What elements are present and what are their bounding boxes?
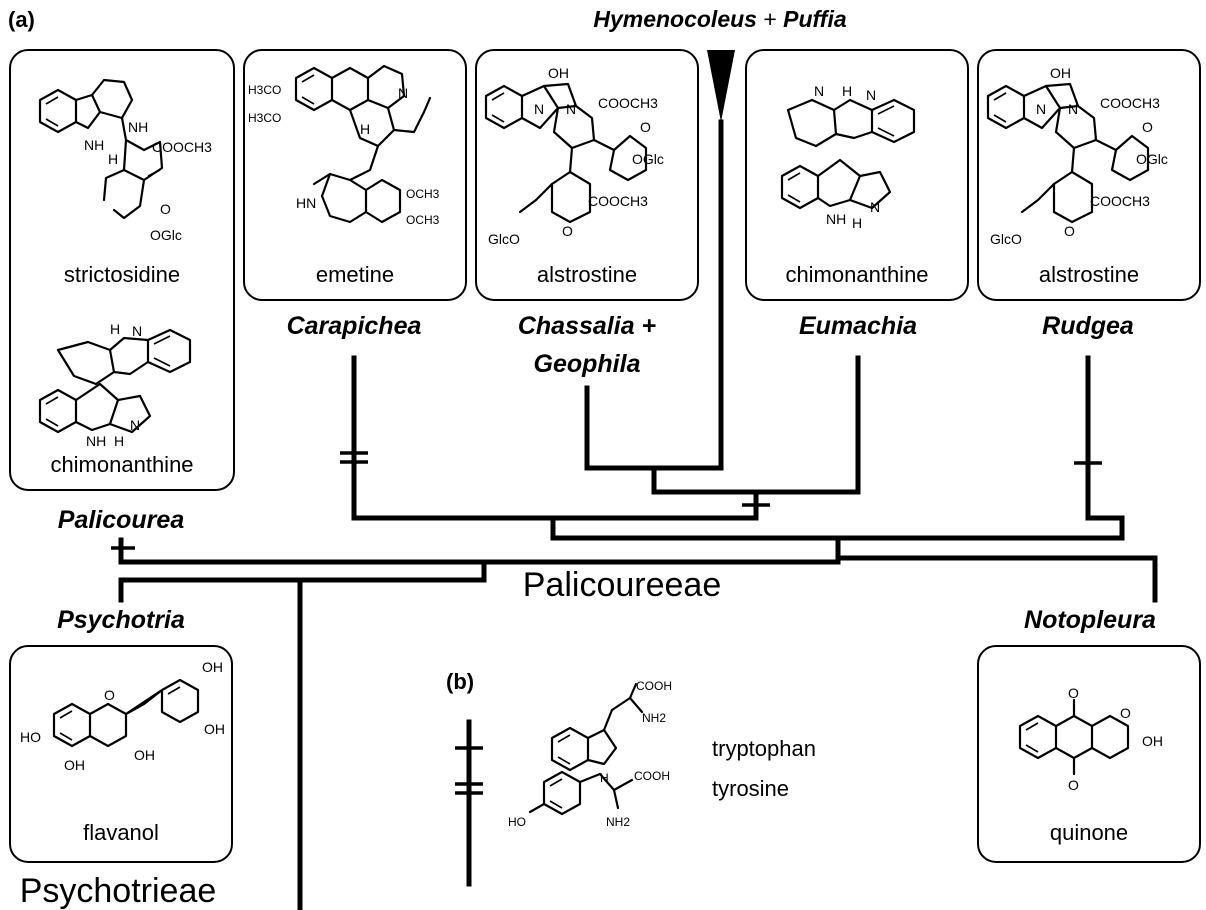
svg-text:OGlc: OGlc (150, 227, 182, 243)
structure-alstrostine-chassalia: OH N N COOCH3 O OGlc COOCH3 GlcO O (484, 65, 664, 247)
svg-text:COOCH3: COOCH3 (598, 95, 658, 111)
structure-chimonanthine-palicourea: H N NH H N (38, 321, 192, 449)
box-rudgea (977, 49, 1201, 301)
svg-text:COOH: COOH (636, 679, 672, 693)
svg-text:OCH3: OCH3 (406, 187, 440, 201)
svg-text:NH: NH (84, 137, 104, 153)
box-psychotria (9, 645, 233, 863)
genus-notopleura: Notopleura (1024, 606, 1156, 634)
svg-text:HO: HO (508, 815, 526, 829)
svg-text:OH: OH (134, 747, 155, 763)
compound-chimonanthine-palicourea: chimonanthine (50, 452, 193, 477)
svg-text:HO: HO (20, 729, 41, 745)
svg-text:COOCH3: COOCH3 (1100, 95, 1160, 111)
legend-tryptophan-label: tryptophan (712, 736, 816, 761)
svg-text:N: N (398, 85, 408, 101)
svg-text:H: H (360, 121, 370, 137)
svg-text:H: H (114, 433, 124, 449)
svg-text:NH2: NH2 (606, 815, 630, 829)
genus-eumachia: Eumachia (799, 312, 917, 340)
compound-emetine: emetine (316, 262, 394, 287)
svg-text:O: O (1142, 119, 1153, 135)
svg-text:N: N (870, 199, 880, 215)
genus-carapichea: Carapichea (287, 312, 422, 340)
compound-chimonanthine-eumachia: chimonanthine (785, 262, 928, 287)
svg-text:H: H (110, 321, 120, 337)
svg-text:OH: OH (64, 757, 85, 773)
phylogenetic-tree (111, 119, 1158, 910)
svg-text:N: N (132, 323, 142, 339)
svg-text:OGlc: OGlc (1136, 151, 1168, 167)
svg-text:N: N (1036, 101, 1046, 117)
svg-text:GlcO: GlcO (990, 231, 1022, 247)
svg-text:GlcO: GlcO (488, 231, 520, 247)
collapsed-clade-triangle (707, 50, 735, 122)
compound-alstrostine-rudgea: alstrostine (1039, 262, 1139, 287)
svg-text:O: O (1068, 777, 1079, 793)
box-chassalia (475, 49, 699, 301)
structure-quinone: O O O OH (1018, 685, 1163, 793)
svg-text:NH: NH (128, 119, 148, 135)
svg-text:OCH3: OCH3 (406, 213, 440, 227)
svg-text:NH: NH (86, 433, 106, 449)
clade-top-label: Hymenocoleus + Puffia (593, 6, 847, 32)
svg-text:O: O (1120, 705, 1131, 721)
genus-rudgea: Rudgea (1042, 312, 1134, 340)
svg-text:OH: OH (1050, 65, 1071, 81)
compound-strictosidine: strictosidine (64, 262, 180, 287)
svg-text:COOH: COOH (634, 769, 670, 783)
svg-text:NH2: NH2 (642, 711, 666, 725)
svg-text:N: N (534, 101, 544, 117)
svg-text:H: H (852, 215, 862, 231)
genus-palicourea: Palicourea (58, 506, 185, 534)
genus-chassalia: Chassalia + (518, 312, 657, 340)
legend-panel-b: COOH NH2 H tryptophan COOH NH2 HO tyrosi… (455, 679, 816, 887)
svg-text:N: N (130, 417, 140, 433)
genus-geophila: Geophila (534, 350, 641, 378)
genus-psychotria: Psychotria (57, 606, 185, 634)
svg-text:O: O (104, 687, 115, 703)
compound-alstrostine-chassalia: alstrostine (537, 262, 637, 287)
svg-text:H: H (842, 83, 852, 99)
svg-text:H: H (108, 151, 118, 167)
svg-text:O: O (562, 223, 573, 239)
svg-text:OH: OH (202, 659, 223, 675)
box-carapichea (243, 49, 467, 301)
structure-alstrostine-rudgea: OH N N COOCH3 O OGlc COOCH3 GlcO O (986, 65, 1168, 247)
structure-flavanol: O HO OH OH OH OH (20, 659, 225, 773)
svg-text:OH: OH (1142, 733, 1163, 749)
svg-text:N: N (866, 87, 876, 103)
svg-text:COOCH3: COOCH3 (588, 193, 648, 209)
structure-emetine: H3CO H3CO H N HN OCH3 OCH3 (248, 64, 440, 227)
svg-text:N: N (566, 101, 576, 117)
svg-text:N: N (814, 83, 824, 99)
svg-text:OH: OH (548, 65, 569, 81)
svg-text:COOCH3: COOCH3 (1090, 193, 1150, 209)
compound-flavanol: flavanol (83, 820, 159, 845)
svg-text:HN: HN (296, 195, 316, 211)
svg-text:OGlc: OGlc (632, 151, 664, 167)
structure-strictosidine: NH H NH COOCH3 O OGlc (38, 78, 212, 243)
compound-quinone: quinone (1050, 820, 1128, 845)
svg-text:O: O (1068, 685, 1079, 701)
svg-text:COOCH3: COOCH3 (152, 139, 212, 155)
tribe-psychotrieae: Psychotrieae (20, 872, 217, 910)
svg-text:H3CO: H3CO (248, 83, 281, 97)
panel-label-a: (a) (8, 7, 35, 32)
svg-text:N: N (1068, 101, 1078, 117)
legend-tyrosine-label: tyrosine (712, 776, 789, 801)
svg-text:O: O (1064, 223, 1075, 239)
structure-tyrosine: COOH NH2 HO (508, 769, 670, 829)
panel-label-b: (b) (446, 669, 474, 694)
svg-text:O: O (640, 119, 651, 135)
box-notopleura (977, 645, 1201, 863)
svg-text:NH: NH (826, 211, 846, 227)
svg-text:H3CO: H3CO (248, 111, 281, 125)
svg-text:O: O (160, 201, 171, 217)
svg-text:OH: OH (204, 721, 225, 737)
box-palicourea (9, 49, 235, 491)
structure-chimonanthine-eumachia: N H N NH H N (780, 83, 916, 231)
tribe-palicoureeae: Palicoureeae (523, 566, 721, 604)
